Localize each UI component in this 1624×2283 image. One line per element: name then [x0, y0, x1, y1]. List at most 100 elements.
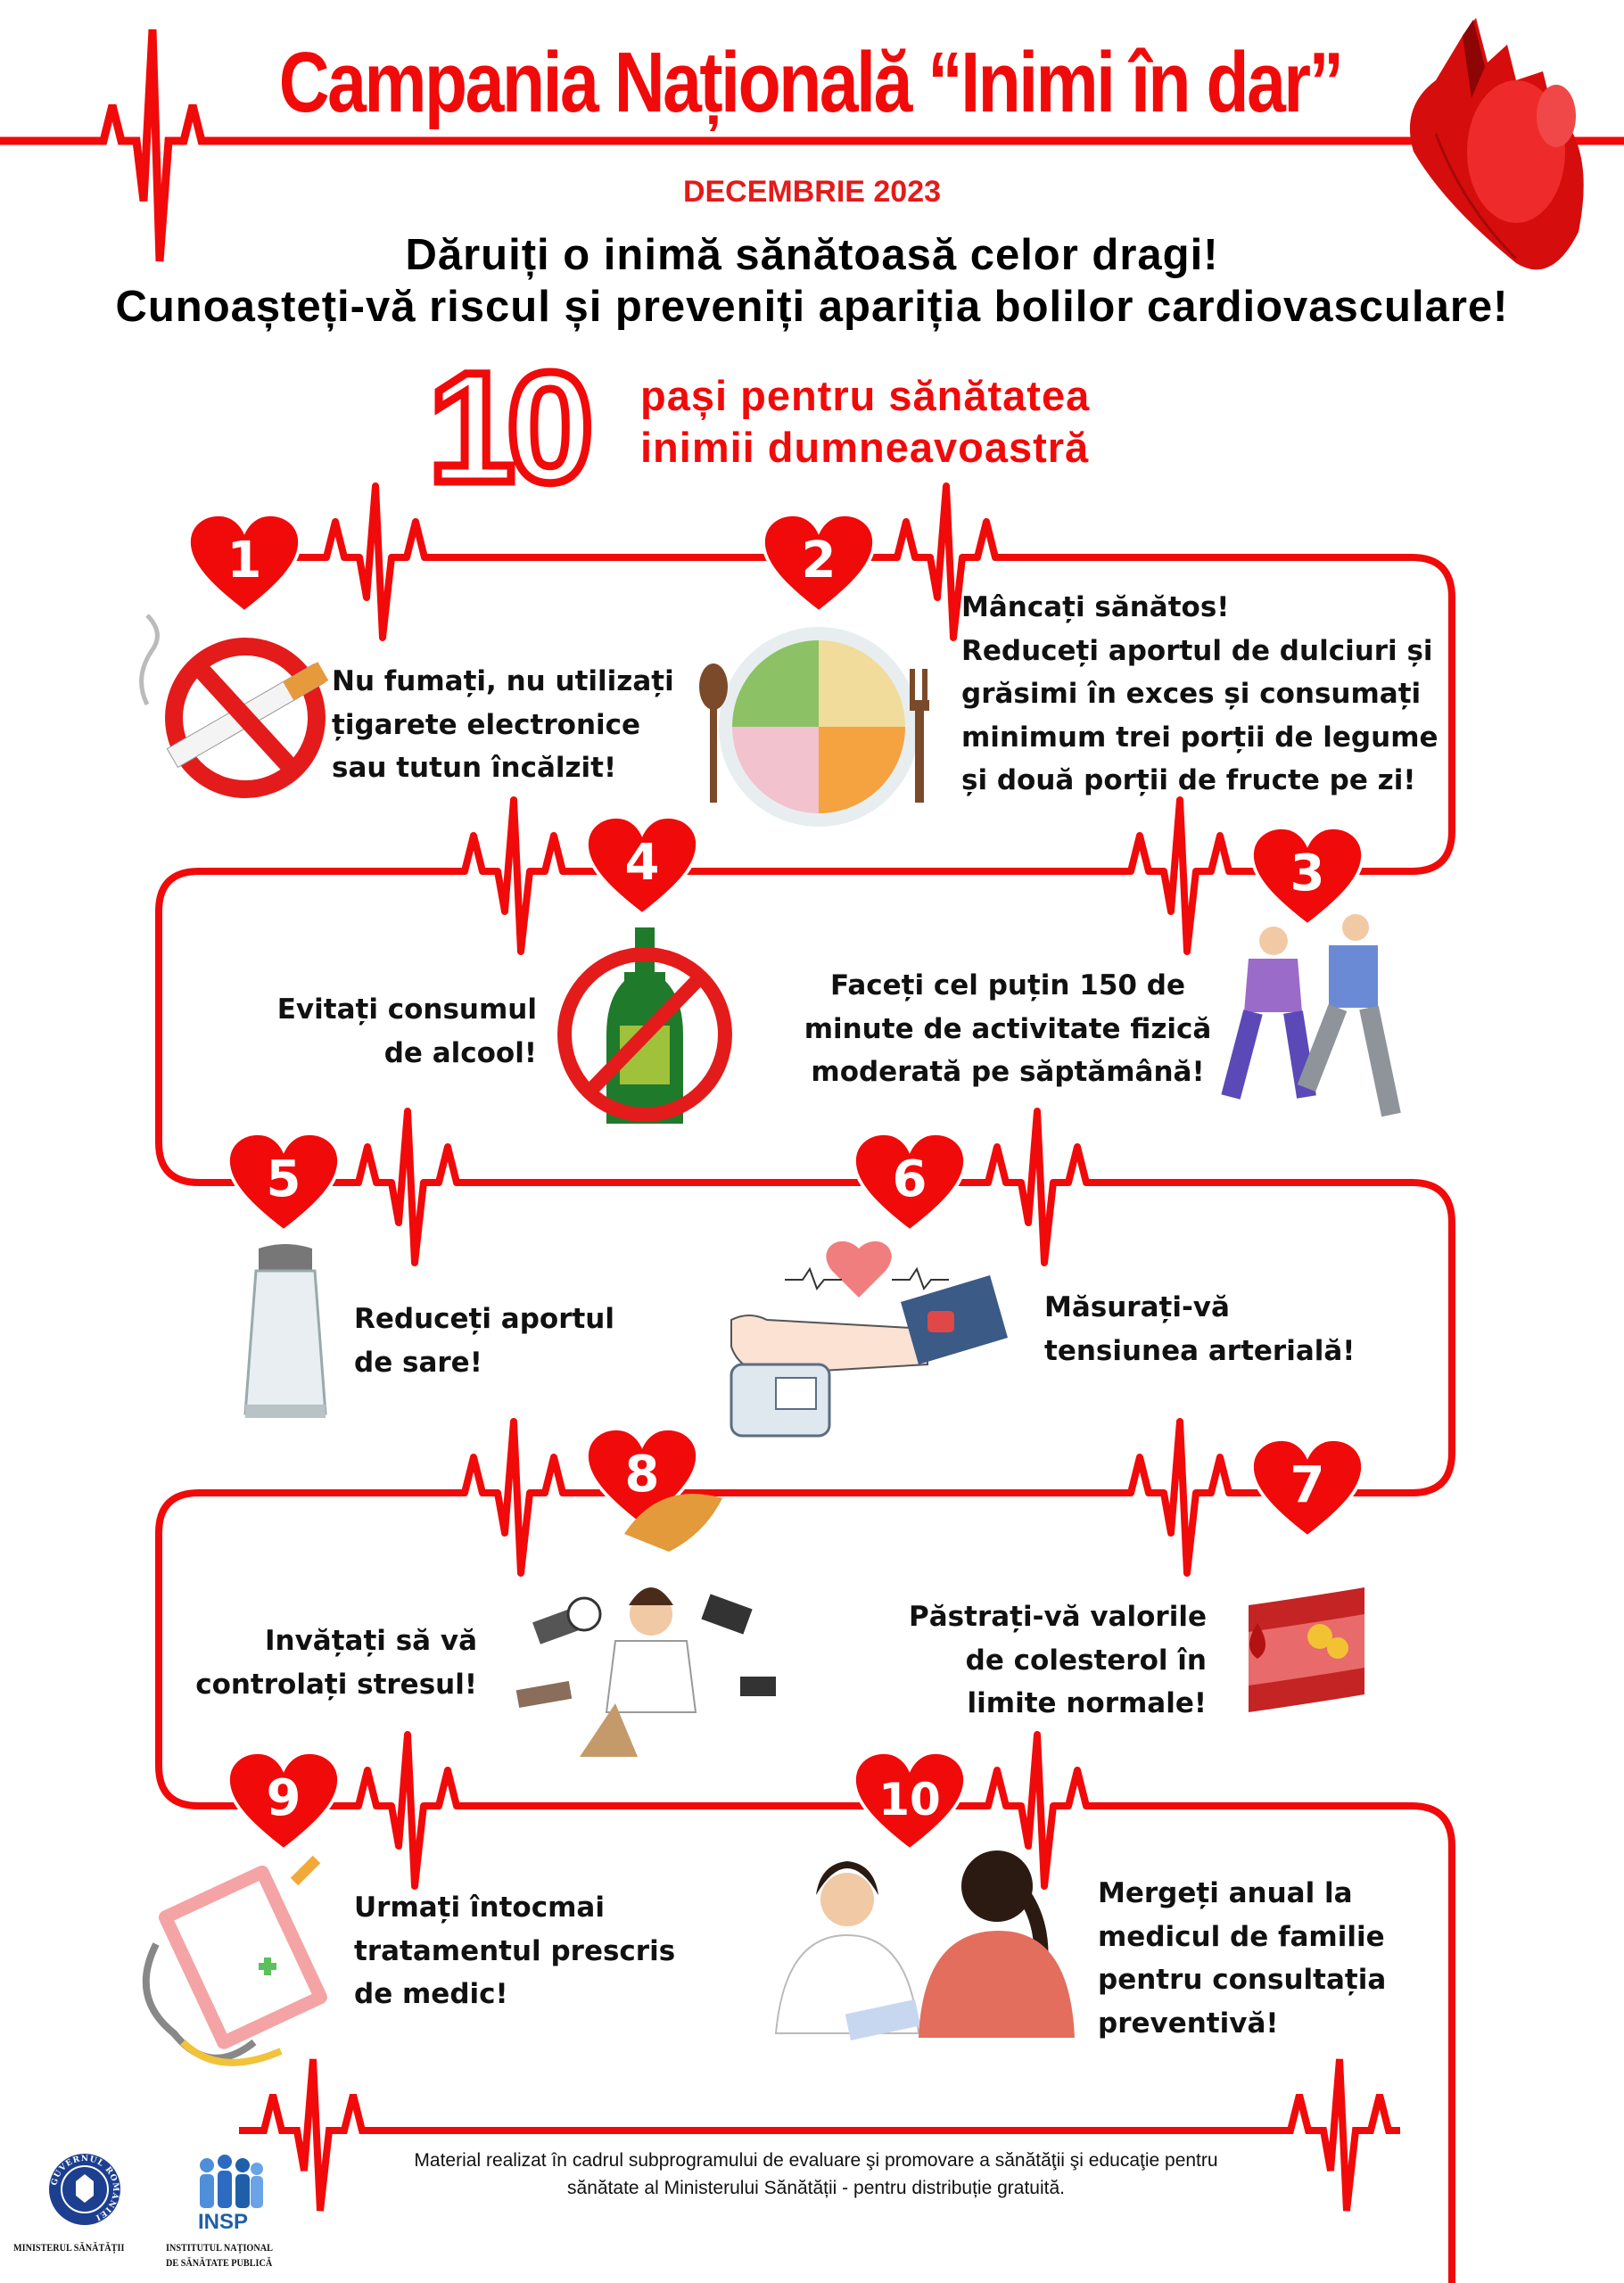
insp-people-logo: [200, 2155, 263, 2208]
step-7-heart: 7: [1250, 1438, 1364, 1539]
step-2-text: Mâncați sănătos! Reduceți aportul de dulc…: [961, 586, 1439, 803]
step-number: 8: [625, 1446, 660, 1504]
ministry-label: MINISTERUL SĂNĂTĂȚII: [13, 2241, 125, 2254]
doctor-consultation-icon: [774, 1850, 1075, 2040]
step-text-line: tensiunea arterială!: [1044, 1334, 1356, 1367]
step-text-line: de medic!: [354, 1978, 508, 2010]
step-text-line: minimum trei porții de legume: [961, 721, 1439, 754]
heart-icon: [762, 513, 876, 614]
step-10-text: Mergeți anual la medicul de familie pentru…: [1098, 1872, 1386, 2045]
step-number: 9: [267, 1769, 301, 1827]
footer-line-1: Material realizat în cadrul subprogramul…: [414, 2150, 1218, 2171]
slogan-line-2: Cunoașteți-vă riscul și preveniți apariț…: [115, 283, 1509, 331]
step-text-line: de colesterol în: [965, 1644, 1207, 1677]
step-number: 2: [802, 532, 837, 589]
insp-logo-text: INSP: [198, 2210, 249, 2234]
step-text-line: Reduceți aportul: [354, 1303, 615, 1335]
stressed-person-icon: [515, 1494, 776, 1757]
step-9-text: Urmați întocmai tratamentul prescris de me…: [354, 1886, 675, 2016]
step-number: 10: [878, 1774, 941, 1826]
step-2-heart: 2: [762, 513, 876, 614]
subtitle-line-2: inimii dumneavoastră: [640, 424, 1090, 471]
step-number: 7: [1290, 1456, 1325, 1514]
insp-label: INSTITUTUL NAȚIONAL DE SĂNĂTATE PUBLICĂ: [166, 2240, 273, 2271]
step-text-line: controlați stresul!: [195, 1668, 477, 1701]
prescription-clipboard-icon: [142, 1855, 327, 2066]
step-8-text: Invățați să vă controlați stresul!: [134, 1620, 477, 1706]
step-text-line: grăsimi în exces și consumați: [961, 678, 1422, 710]
anatomical-heart-icon: [1409, 18, 1584, 270]
step-text-line: medicul de familie: [1098, 1920, 1385, 1953]
step-3-heart: 3: [1250, 826, 1364, 927]
heart-icon: [1250, 1438, 1364, 1539]
step-number: 4: [625, 834, 660, 892]
slogan-line-1: Dăruiți o inimă sănătoasă celor dragi!: [405, 231, 1219, 279]
step-text-line: preventivă!: [1098, 2007, 1279, 2040]
step-9-heart: 9: [227, 1751, 341, 1852]
heart-icon: [227, 1751, 341, 1852]
step-text-line: tratamentul prescris: [354, 1934, 676, 1967]
step-hearts: 1 2 3 4 5 6 7 8 9 10: [187, 513, 1364, 1852]
step-5-heart: 5: [227, 1132, 341, 1233]
step-1-heart: 1: [187, 513, 301, 614]
heart-icon: [1250, 826, 1364, 927]
step-1-text: Nu fumați, nu utilizați țigarete electron…: [332, 660, 674, 790]
healthy-plate-icon: [699, 627, 929, 827]
header-ecg-line: [0, 29, 1624, 262]
heart-icon: [187, 513, 301, 614]
step-text-line: Invățați să vă: [265, 1625, 477, 1657]
no-smoking-icon: [139, 614, 329, 798]
step-text-line: limite normale!: [967, 1687, 1207, 1719]
step-text-line: Urmați întocmai: [354, 1892, 605, 1924]
step-text-line: Mergeți anual la: [1098, 1877, 1353, 1909]
no-alcohol-icon: [557, 927, 732, 1124]
big-number-ten: 10: [425, 341, 598, 515]
heart-icon: [853, 1132, 967, 1233]
step-text-line: Măsurați-vă: [1044, 1291, 1230, 1323]
artery-cholesterol-icon: [1249, 1587, 1364, 1712]
step-3-text: Faceți cel puțin 150 de minute de activit…: [785, 964, 1231, 1094]
step-number: 5: [267, 1150, 301, 1208]
salt-shaker-icon: [243, 1244, 327, 1418]
step-text-line: de sare!: [354, 1346, 482, 1379]
step-text-line: Faceți cel puțin 150 de: [829, 969, 1186, 1001]
step-text-line: Nu fumați, nu utilizați: [332, 665, 674, 697]
step-text-line: Evitați consumul: [276, 993, 537, 1026]
ministry-seal-logo: GUVERNUL ROMÂNIEI: [49, 2154, 120, 2225]
step-number: 6: [893, 1150, 927, 1208]
step-number: 1: [227, 532, 262, 589]
heart-icon: [227, 1132, 341, 1233]
steps-path-line: [155, 482, 1455, 2283]
step-text-line: pentru consultația: [1098, 1964, 1387, 1996]
footer-ecg-line: [239, 2058, 1400, 2212]
heart-icon: [585, 815, 699, 917]
insp-label-line-1: INSTITUTUL NAȚIONAL: [166, 2241, 273, 2254]
step-text-line: Păstrați-vă valorile: [909, 1601, 1207, 1633]
step-text-line: și două porții de fructe pe zi!: [961, 764, 1416, 796]
campaign-title: Campania Națională “Inimi în dar”: [278, 35, 1344, 130]
insp-label-line-2: DE SĂNĂTATE PUBLICĂ: [166, 2256, 273, 2269]
step-text-line: moderată pe săptămână!: [811, 1056, 1205, 1088]
footer-line-2: sănătate al Ministerului Sănătății - pen…: [567, 2178, 1065, 2198]
walking-couple-icon: [1221, 914, 1401, 1117]
step-6-text: Măsurați-vă tensiunea arterială!: [1044, 1286, 1355, 1372]
step-10-heart: 10: [853, 1751, 967, 1852]
ecg-path-lines: [0, 29, 1624, 2283]
heart-icon: [853, 1751, 967, 1852]
step-7-text: Păstrați-vă valorile de colesterol în limi…: [803, 1595, 1207, 1726]
step-text-line: țigarete electronice: [332, 708, 641, 741]
step-text-line: Mâncați sănătos!: [961, 591, 1230, 623]
subtitle-line-1: pași pentru sănătatea: [640, 372, 1091, 419]
blood-pressure-icon: [730, 1240, 1008, 1438]
step-number: 3: [1290, 845, 1325, 902]
step-text-line: sau tutun încălzit!: [332, 752, 617, 784]
campaign-date: DECEMBRIE 2023: [682, 175, 942, 209]
step-text-line: minute de activitate fizică: [804, 1012, 1212, 1045]
footer-disclaimer: Material realizat în cadrul subprogramul…: [0, 2147, 1624, 2202]
step-text-line: Reduceți aportul de dulciuri și: [961, 634, 1433, 667]
step-5-text: Reduceți aportul de sare!: [354, 1298, 614, 1384]
step-4-heart: 4: [585, 815, 699, 917]
